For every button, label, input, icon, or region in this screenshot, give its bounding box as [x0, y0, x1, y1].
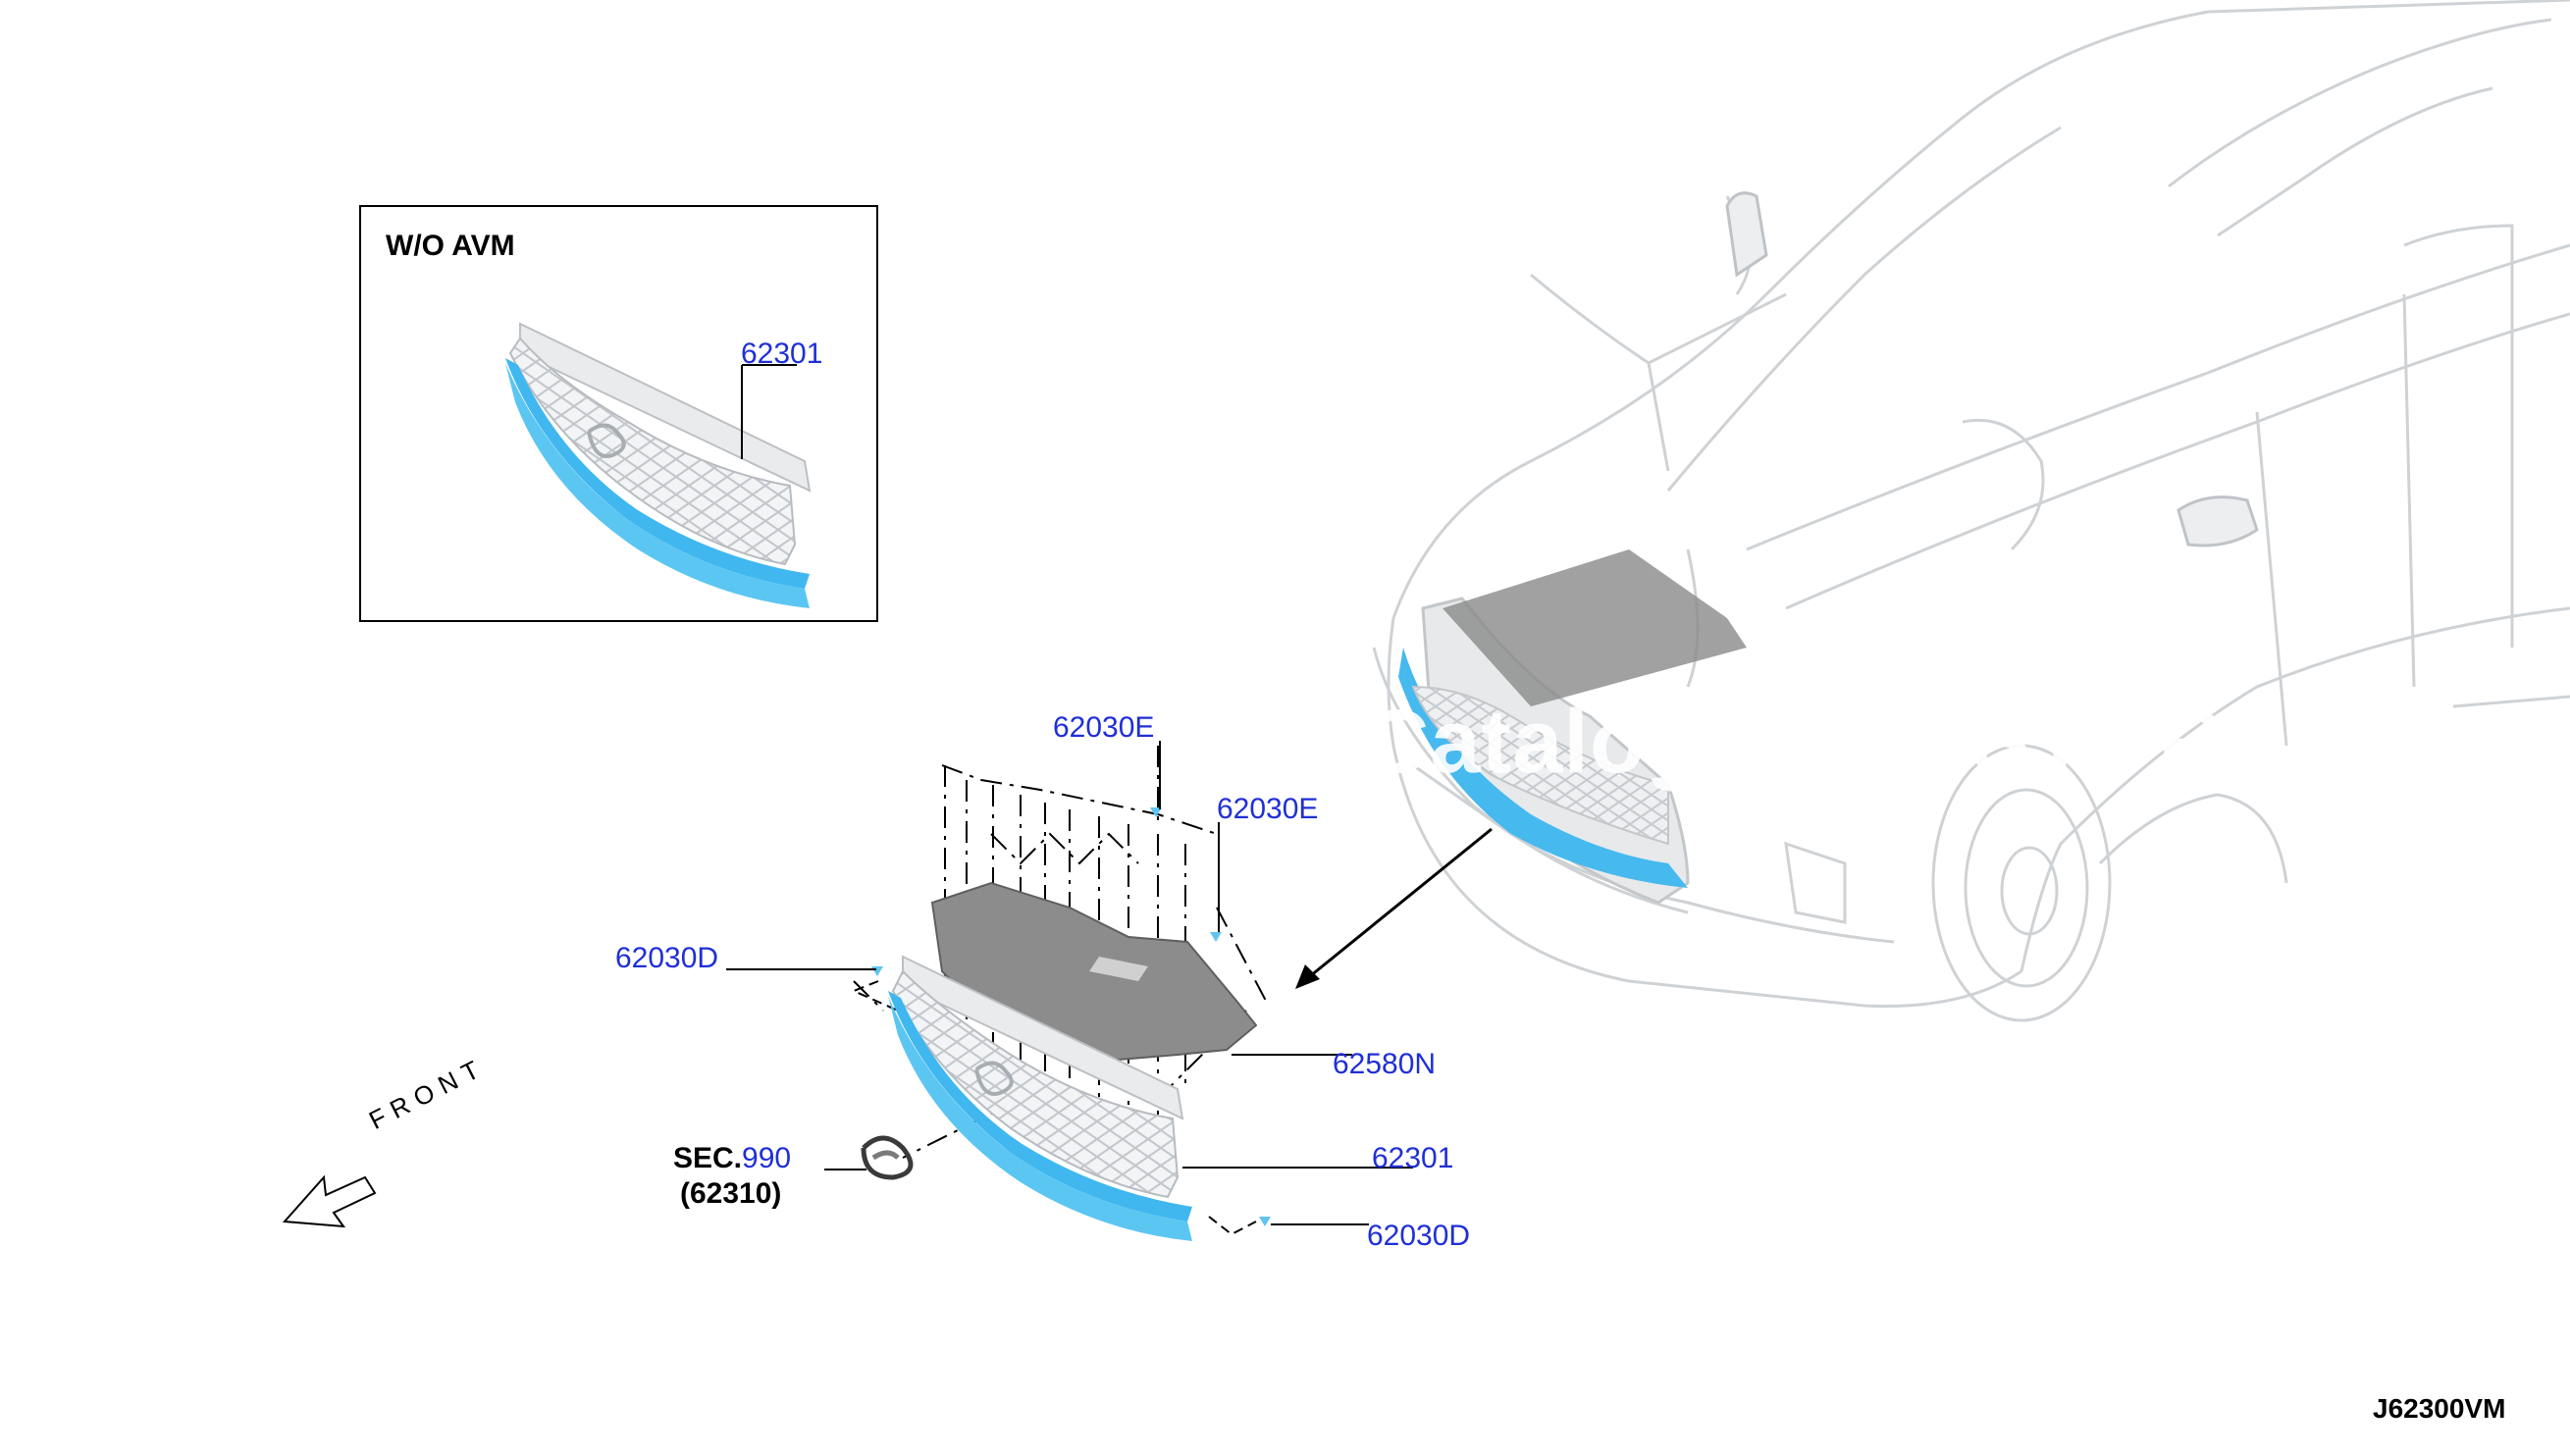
direction-arrow [1295, 827, 1493, 989]
inset-part-label[interactable]: 62301 [741, 338, 823, 370]
emblem-drawing [861, 1135, 914, 1180]
vehicle-ghost-outline [1372, 0, 2570, 1022]
callout-62030e-top[interactable]: 62030E [1053, 711, 1155, 744]
section-prefix: SEC. [673, 1142, 743, 1174]
callout-62030d-left[interactable]: 62030D [615, 942, 719, 974]
main-grille-drawing [888, 955, 1192, 1241]
callout-62301[interactable]: 62301 [1372, 1142, 1454, 1174]
callout-62030d-bottom[interactable]: 62030D [1367, 1220, 1471, 1252]
section-reference[interactable]: SEC.990 [673, 1144, 791, 1173]
inset-title: W/O AVM [386, 230, 515, 262]
inset-grille-drawing [505, 322, 812, 608]
diagram-code: J62300VM [2373, 1393, 2506, 1424]
watermark-text: Catalog PARTSTORE.S [1364, 692, 2373, 792]
callout-62580n[interactable]: 62580N [1333, 1048, 1437, 1080]
vehicle-mirror [1725, 191, 2259, 547]
section-part-number: (62310) [680, 1177, 782, 1210]
leader-lines [726, 741, 1413, 1225]
section-number: 990 [742, 1142, 792, 1174]
inset-frame [359, 205, 878, 622]
front-arrow-icon [282, 1174, 377, 1228]
vehicle-front-grille [1398, 549, 1747, 905]
callout-62030e-right[interactable]: 62030E [1217, 793, 1319, 825]
